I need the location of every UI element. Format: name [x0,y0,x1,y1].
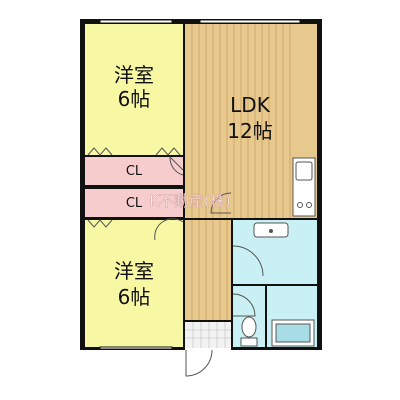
watermark: K不動産(株) [149,192,231,210]
bathtub-inner [275,323,311,343]
western-room-top-size: 6帖 [118,87,151,111]
closet-bottom [85,189,183,217]
door-swings [154,155,264,377]
western-room-bottom-size: 6帖 [118,285,151,309]
stove-burner [306,202,312,208]
western-room-top [85,24,183,155]
ldk-name: LDK [230,93,271,117]
closet-top [85,157,183,185]
ldk-size: 12帖 [227,119,272,143]
entrance [185,322,231,348]
toilet-tank [240,337,258,347]
ldk-wood-grain [191,24,291,218]
western-room-top-name: 洋室 [114,63,154,87]
closet-doors [87,147,181,228]
entrance-tiles [185,322,231,348]
windows [99,19,301,350]
stove-burner [297,202,303,208]
toilet-bowl [241,316,257,338]
closet-bottom-label: CL [126,196,143,211]
western-room-bottom-name: 洋室 [114,259,154,283]
kitchen-sink [295,161,313,181]
washbasin-drain [269,229,273,233]
hallway-wood-grain [191,220,228,320]
western-room-bottom [85,220,183,347]
hallway [185,220,231,320]
closet-top-label: CL [126,164,143,179]
